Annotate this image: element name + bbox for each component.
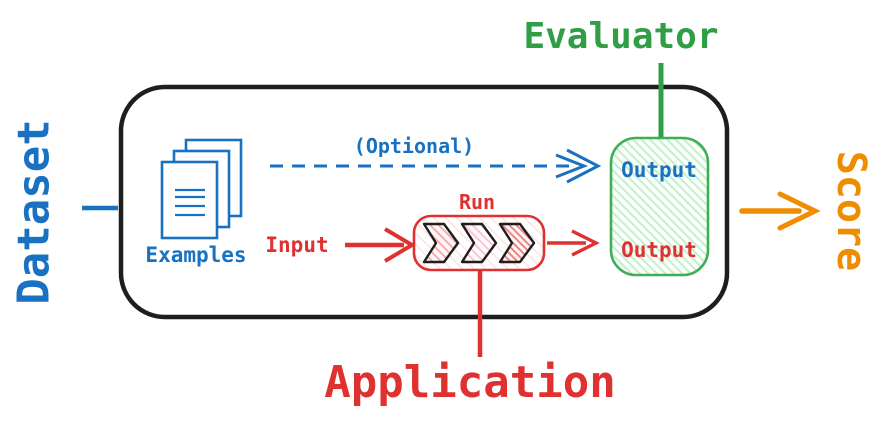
optional-label: (Optional)	[354, 134, 474, 158]
chevron-icon	[422, 222, 460, 264]
pipeline-container-box	[118, 84, 730, 320]
input-arrow	[345, 227, 416, 263]
documents-icon	[160, 138, 243, 240]
dataset-label: Dataset	[9, 119, 60, 304]
app-output-label: Output	[621, 238, 697, 262]
evaluator-output-label: Output	[621, 158, 697, 182]
optional-dashed-arrow	[270, 148, 602, 184]
score-label: Score	[828, 151, 874, 271]
input-label: Input	[265, 233, 328, 257]
examples-label: Examples	[145, 243, 246, 267]
evaluator-label: Evaluator	[523, 16, 718, 57]
chevron-icon	[498, 222, 536, 264]
score-arrow	[739, 191, 821, 231]
evaluator-output-box	[609, 136, 710, 277]
run-label: Run	[459, 190, 495, 214]
run-output-arrow	[547, 229, 600, 257]
application-label: Application	[324, 357, 615, 408]
chevron-icon	[460, 222, 498, 264]
process-chevron-icons	[422, 222, 536, 264]
